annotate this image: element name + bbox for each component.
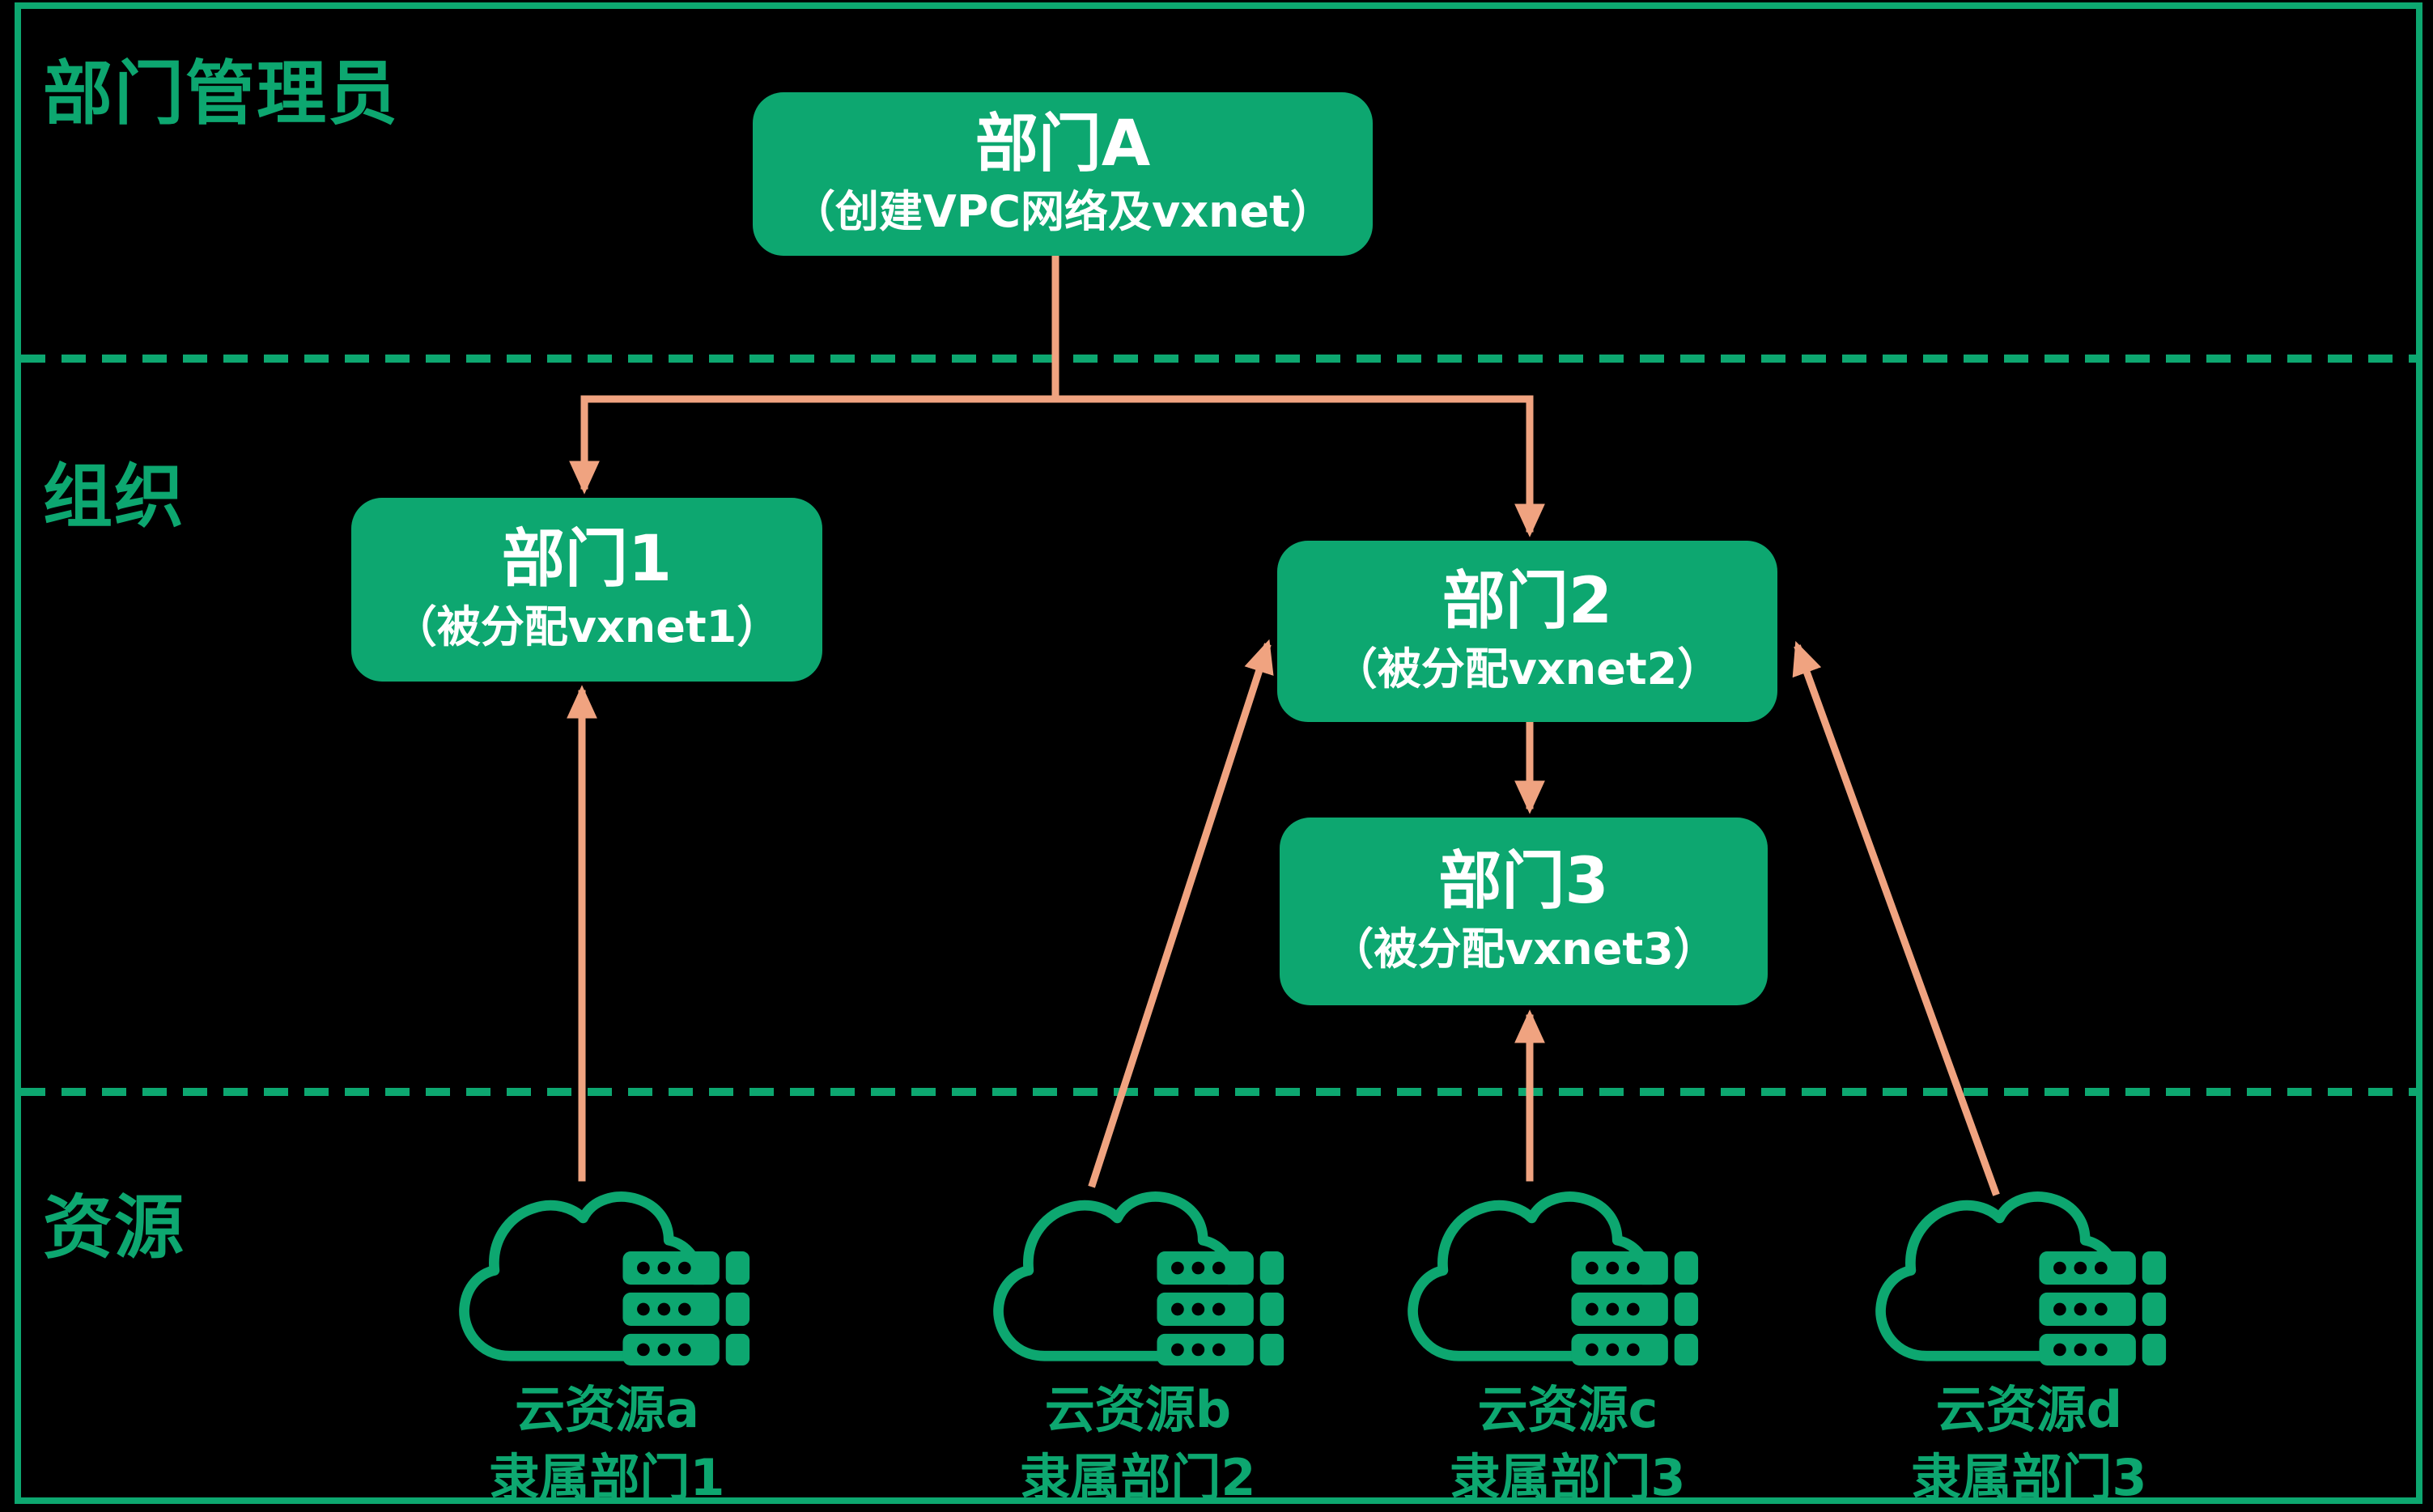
resource-a-dept: 隶属部门1 — [489, 1448, 725, 1507]
lane-label-organization: 组织 — [43, 457, 185, 537]
node-dept-a-subtitle: （创建VPC网络及vxnet） — [792, 185, 1334, 237]
node-dept-3-title: 部门3 — [1438, 844, 1609, 918]
node-dept-3: 部门3 （被分配vxnet3） — [1280, 818, 1768, 1005]
node-dept-a-title: 部门A — [974, 107, 1151, 181]
node-dept-a: 部门A （创建VPC网络及vxnet） — [753, 92, 1373, 256]
cloud-server-icon — [1413, 1196, 1699, 1365]
lane-label-admin: 部门管理员 — [43, 53, 399, 134]
edge-resB-dept2 — [1088, 639, 1274, 1188]
resource-c-dept: 隶属部门3 — [1450, 1448, 1686, 1507]
cloud-server-icon — [1881, 1196, 2167, 1365]
resource-label-d: 云资源d 隶属部门3 — [1827, 1376, 2231, 1512]
node-dept-2-subtitle: （被分配vxnet2） — [1333, 643, 1722, 694]
node-dept-1: 部门1 （被分配vxnet1） — [351, 498, 822, 682]
resource-b-dept: 隶属部门2 — [1020, 1448, 1256, 1507]
resource-label-b: 云资源b 隶属部门2 — [936, 1376, 1340, 1512]
cloud-server-icon — [465, 1196, 750, 1365]
resource-b-name: 云资源b — [1044, 1380, 1232, 1439]
node-dept-1-subtitle: （被分配vxnet1） — [393, 601, 781, 652]
resource-d-dept: 隶属部门3 — [1911, 1448, 2147, 1507]
resource-label-a: 云资源a 隶属部门1 — [405, 1376, 809, 1512]
resource-d-name: 云资源d — [1935, 1380, 2123, 1439]
diagram-border — [15, 2, 2422, 1504]
node-dept-1-title: 部门1 — [501, 523, 673, 597]
lane-label-resource: 资源 — [43, 1187, 185, 1268]
resource-label-c: 云资源c 隶属部门3 — [1365, 1376, 1770, 1512]
resource-c-name: 云资源c — [1477, 1380, 1658, 1439]
node-dept-2-title: 部门2 — [1442, 564, 1613, 638]
resource-a-name: 云资源a — [515, 1380, 699, 1439]
node-dept-3-subtitle: （被分配vxnet3） — [1330, 923, 1718, 975]
edge-resD-dept2 — [1792, 640, 2000, 1196]
cloud-server-icon — [999, 1196, 1284, 1365]
node-dept-2: 部门2 （被分配vxnet2） — [1277, 541, 1777, 722]
